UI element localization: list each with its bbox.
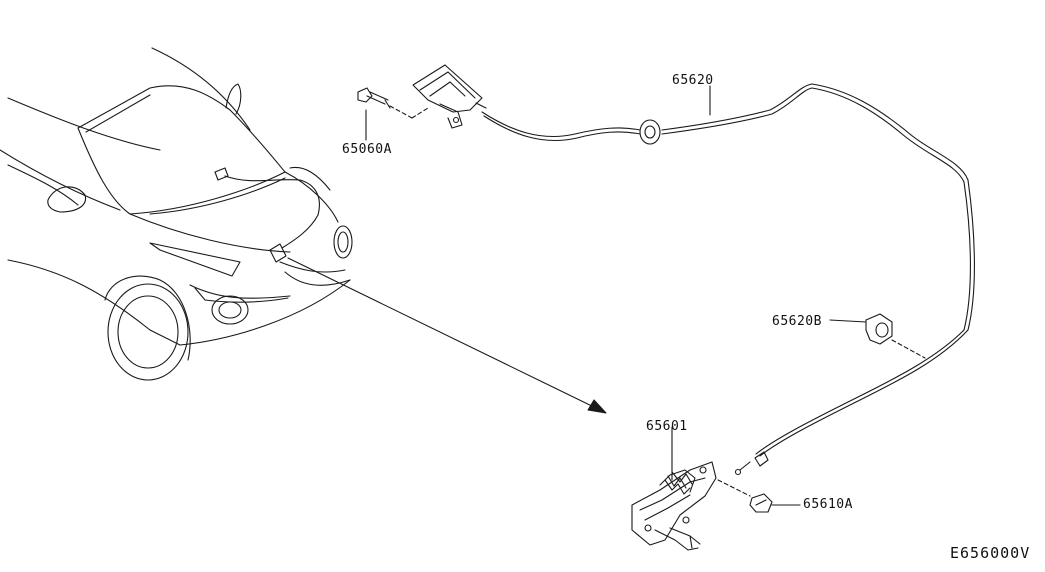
- hood-release-cable-part: [481, 83, 975, 476]
- bolt-lock-part: [749, 493, 801, 513]
- label-65620: 65620: [672, 73, 714, 88]
- bolt-upper-part: [357, 87, 429, 141]
- label-65620b: 65620B: [772, 314, 822, 329]
- label-65610a: 65610A: [803, 497, 853, 512]
- hood-lock-part: [631, 426, 751, 551]
- vehicle-front-illustration: [0, 47, 353, 381]
- cable-clip-part: [829, 313, 926, 359]
- diagram-code: E656000V: [950, 544, 1031, 562]
- release-handle-part: [412, 64, 487, 129]
- location-arrow: [287, 257, 607, 414]
- label-65060a: 65060A: [342, 142, 392, 157]
- label-65601: 65601: [646, 419, 688, 434]
